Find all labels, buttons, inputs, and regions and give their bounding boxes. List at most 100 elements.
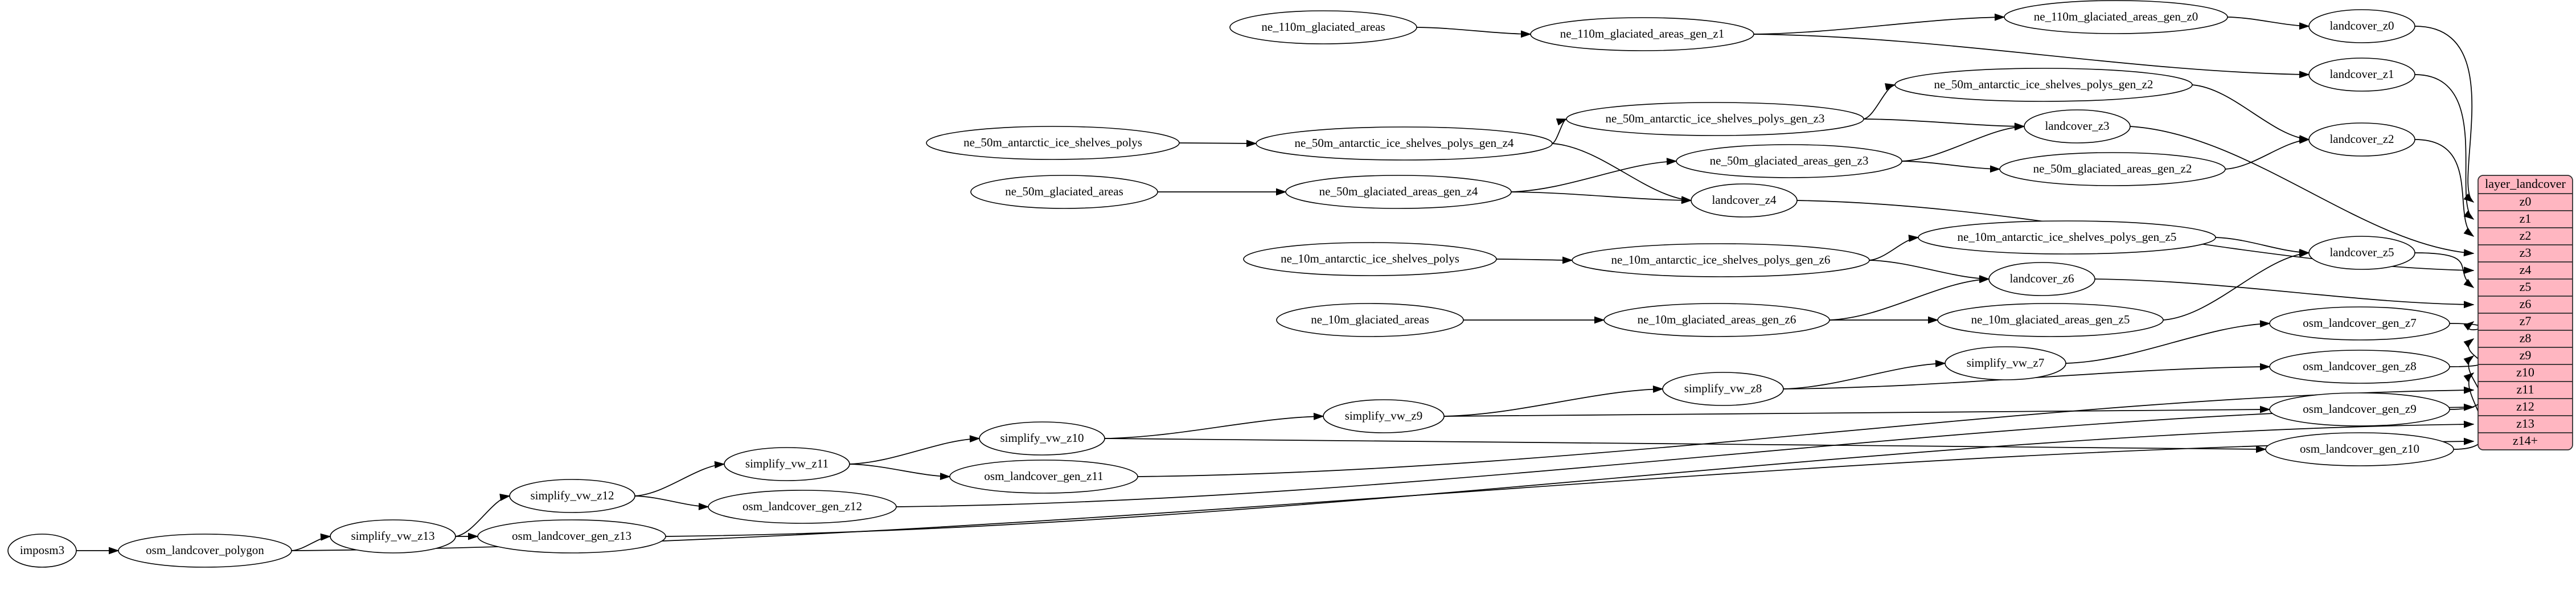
node-simplify_vw_z11[interactable]: simplify_vw_z11 <box>724 447 850 481</box>
record-row-z8[interactable]: z8 <box>2520 331 2532 345</box>
record-row-z9[interactable]: z9 <box>2520 348 2532 362</box>
edge-ne_10m_glaciated_areas_gen_z6-to-landcover_z6 <box>1829 278 1990 321</box>
node-simplify_vw_z7[interactable]: simplify_vw_z7 <box>1945 346 2066 380</box>
node-ne_10m_glaciated_areas_gen_z5[interactable]: ne_10m_glaciated_areas_gen_z5 <box>1937 303 2164 337</box>
node-shape <box>1918 220 2216 255</box>
node-ne_50m_glaciated_areas_gen_z3[interactable]: ne_50m_glaciated_areas_gen_z3 <box>1676 144 1902 178</box>
node-ne_110m_glaciated_areas[interactable]: ne_110m_glaciated_areas <box>1229 10 1417 44</box>
record-row-z6[interactable]: z6 <box>2520 297 2532 311</box>
arrowhead-icon <box>969 435 981 443</box>
node-shape <box>2308 9 2415 43</box>
edge-simplify_vw_z12-to-osm_landcover_gen_z12 <box>634 495 709 507</box>
record-row-z2[interactable]: z2 <box>2520 228 2532 243</box>
node-ne_50m_antarctic_ice_shelves_polys[interactable]: ne_50m_antarctic_ice_shelves_polys <box>926 126 1180 160</box>
node-landcover_z6[interactable]: landcover_z6 <box>1988 262 2095 296</box>
record-row-z7[interactable]: z7 <box>2520 314 2532 328</box>
node-shape <box>2308 122 2415 157</box>
node-osm_landcover_gen_z9[interactable]: osm_landcover_gen_z9 <box>2269 392 2450 427</box>
node-landcover_z2[interactable]: landcover_z2 <box>2308 122 2415 157</box>
node-shape <box>1243 242 1497 276</box>
node-ne_50m_glaciated_areas[interactable]: ne_50m_glaciated_areas <box>970 175 1158 209</box>
arrowhead-icon <box>1666 158 1677 166</box>
node-osm_landcover_gen_z13[interactable]: osm_landcover_gen_z13 <box>477 519 666 553</box>
edge-simplify_vw_z10-to-simplify_vw_z9 <box>1104 416 1324 439</box>
arrowhead-icon <box>2463 355 2475 365</box>
record-row-z14+[interactable]: z14+ <box>2513 433 2538 448</box>
node-shape <box>2269 306 2450 341</box>
node-ne_10m_antarctic_ice_shelves_polys[interactable]: ne_10m_antarctic_ice_shelves_polys <box>1243 242 1497 276</box>
arrowhead-icon <box>2463 210 2475 220</box>
edge-simplify_vw_z9-to-simplify_vw_z8 <box>1443 388 1663 417</box>
node-ne_110m_glaciated_areas_gen_z1[interactable]: ne_110m_glaciated_areas_gen_z1 <box>1530 17 1754 51</box>
node-ne_50m_antarctic_ice_shelves_polys_gen_z3[interactable]: ne_50m_antarctic_ice_shelves_polys_gen_z… <box>1566 102 1864 136</box>
node-ne_10m_antarctic_ice_shelves_polys_gen_z5[interactable]: ne_10m_antarctic_ice_shelves_polys_gen_z… <box>1918 220 2216 255</box>
arrowhead-icon <box>1990 165 2001 173</box>
node-label: osm_landcover_gen_z10 <box>2300 442 2419 456</box>
node-simplify_vw_z10[interactable]: simplify_vw_z10 <box>979 421 1105 456</box>
record-row-z0[interactable]: z0 <box>2520 194 2532 208</box>
edge-ne_10m_antarctic_ice_shelves_polys_gen_z6-to-landcover_z6 <box>1869 260 1990 280</box>
arrowhead-icon <box>2259 320 2271 328</box>
record-row-z13[interactable]: z13 <box>2516 416 2534 430</box>
node-shape <box>509 479 635 513</box>
node-osm_landcover_polygon[interactable]: osm_landcover_polygon <box>118 534 292 568</box>
node-ne_50m_antarctic_ice_shelves_polys_gen_z2[interactable]: ne_50m_antarctic_ice_shelves_polys_gen_z… <box>1894 68 2193 102</box>
arrowhead-icon <box>2255 445 2267 453</box>
node-label: ne_50m_glaciated_areas_gen_z4 <box>1319 184 1478 198</box>
node-osm_landcover_gen_z8[interactable]: osm_landcover_gen_z8 <box>2269 350 2450 384</box>
node-simplify_vw_z8[interactable]: simplify_vw_z8 <box>1662 372 1784 406</box>
arrowhead-icon <box>1979 276 1990 284</box>
node-osm_landcover_gen_z11[interactable]: osm_landcover_gen_z11 <box>949 460 1138 494</box>
record-row-z4[interactable]: z4 <box>2520 263 2532 277</box>
node-ne_10m_antarctic_ice_shelves_polys_gen_z6[interactable]: ne_10m_antarctic_ice_shelves_polys_gen_z… <box>1572 243 1870 277</box>
node-osm_landcover_gen_z7[interactable]: osm_landcover_gen_z7 <box>2269 306 2450 341</box>
node-ne_50m_glaciated_areas_gen_z2[interactable]: ne_50m_glaciated_areas_gen_z2 <box>1999 152 2226 186</box>
edge-simplify_vw_z11-to-simplify_vw_z10 <box>849 438 980 465</box>
record-row-z11[interactable]: z11 <box>2517 382 2534 396</box>
node-ne_10m_glaciated_areas_gen_z6[interactable]: ne_10m_glaciated_areas_gen_z6 <box>1603 303 1830 337</box>
node-simplify_vw_z13[interactable]: simplify_vw_z13 <box>330 519 456 553</box>
node-ne_50m_glaciated_areas_gen_z4[interactable]: ne_50m_glaciated_areas_gen_z4 <box>1285 175 1512 209</box>
node-landcover_z3[interactable]: landcover_z3 <box>2024 109 2131 143</box>
arrowhead-icon <box>1994 13 2005 21</box>
arrowhead-icon <box>2463 266 2475 274</box>
record-row-z5[interactable]: z5 <box>2520 280 2532 294</box>
node-shape <box>2308 58 2415 92</box>
arrowhead-icon <box>2299 22 2310 30</box>
node-simplify_vw_z12[interactable]: simplify_vw_z12 <box>509 479 635 513</box>
record-row-z10[interactable]: z10 <box>2516 365 2534 379</box>
node-osm_landcover_gen_z12[interactable]: osm_landcover_gen_z12 <box>708 490 897 524</box>
arrowhead-icon <box>2299 136 2310 144</box>
node-imposm3[interactable]: imposm3 <box>7 534 77 568</box>
node-shape <box>118 534 292 568</box>
arrowhead-icon <box>1652 385 1664 393</box>
node-label: osm_landcover_gen_z13 <box>512 529 631 543</box>
node-shape <box>1285 175 1512 209</box>
node-landcover_z5[interactable]: landcover_z5 <box>2308 236 2415 270</box>
record-row-z12[interactable]: z12 <box>2516 399 2534 413</box>
node-simplify_vw_z9[interactable]: simplify_vw_z9 <box>1323 399 1445 433</box>
node-ne_110m_glaciated_areas_gen_z0[interactable]: ne_110m_glaciated_areas_gen_z0 <box>2004 0 2228 34</box>
edge-landcover_z1-to-layer_landcover_z1 <box>2414 74 2474 220</box>
node-label: ne_50m_glaciated_areas <box>1005 184 1123 198</box>
node-ne_50m_antarctic_ice_shelves_polys_gen_z4[interactable]: ne_50m_antarctic_ice_shelves_polys_gen_z… <box>1256 126 1553 161</box>
node-shape <box>1999 152 2226 186</box>
node-ne_10m_glaciated_areas[interactable]: ne_10m_glaciated_areas <box>1276 303 1464 337</box>
record-row-z3[interactable]: z3 <box>2520 245 2532 260</box>
edge-simplify_vw_z7-to-osm_landcover_gen_z7 <box>2065 323 2270 364</box>
edge-ne_110m_glaciated_areas_gen_z0-to-landcover_z0 <box>2227 17 2310 27</box>
arrowhead-icon <box>499 493 511 501</box>
record-row-z1[interactable]: z1 <box>2520 211 2532 225</box>
node-label: landcover_z5 <box>2329 245 2394 259</box>
node-shape <box>1572 243 1870 277</box>
edge-ne_50m_antarctic_ice_shelves_polys_gen_z2-to-landcover_z2 <box>2192 84 2310 140</box>
arrowhead-icon <box>2463 321 2475 331</box>
node-landcover_z0[interactable]: landcover_z0 <box>2308 9 2415 43</box>
arrowhead-icon <box>320 533 331 541</box>
node-osm_landcover_gen_z10[interactable]: osm_landcover_gen_z10 <box>2265 432 2454 466</box>
edge-simplify_vw_z8-to-simplify_vw_z7 <box>1783 363 1946 389</box>
node-landcover_z1[interactable]: landcover_z1 <box>2308 58 2415 92</box>
node-shape <box>1937 303 2164 337</box>
node-label: ne_50m_glaciated_areas_gen_z3 <box>1710 154 1869 167</box>
node-landcover_z4[interactable]: landcover_z4 <box>1691 183 1798 218</box>
